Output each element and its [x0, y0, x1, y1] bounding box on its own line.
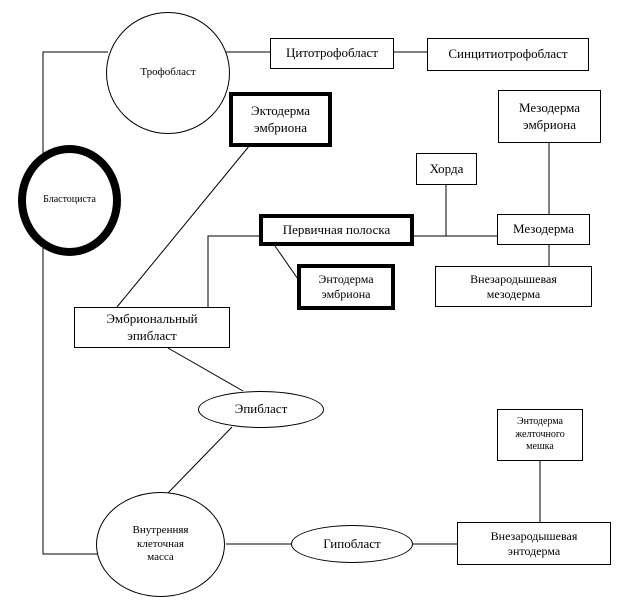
node-yolk-sac-endoderm: Энтодерма желточного мешка — [497, 409, 583, 461]
line-streak-endoderm — [274, 245, 301, 283]
line-epiblast-icm — [166, 426, 233, 495]
node-extraembryonic-endoderm: Внезародышевая энтодерма — [457, 522, 611, 565]
node-ectoderm-embryo: Эктодерма эмбриона — [229, 92, 332, 147]
node-blastocyst: Бластоциста — [18, 145, 121, 256]
line-ectoderm-epiblast — [116, 144, 251, 308]
node-primitive-streak: Первичная полоска — [259, 214, 414, 246]
node-cytotrophoblast: Цитотрофобласт — [270, 38, 394, 69]
node-embryonic-epiblast: Эмбриональный эпибласт — [74, 307, 230, 348]
node-mesoderm: Мезодерма — [497, 214, 590, 245]
node-hypoblast: Гипобласт — [291, 525, 413, 563]
node-syncytiotrophoblast: Синцитиотрофобласт — [427, 38, 589, 71]
node-chorda: Хорда — [416, 153, 477, 185]
line-embryonic-epiblast-epiblast — [167, 347, 244, 392]
node-trophoblast: Трофобласт — [106, 12, 230, 134]
node-mesoderm-embryo: Мезодерма эмбриона — [498, 90, 601, 143]
node-epiblast: Эпибласт — [198, 391, 324, 428]
node-inner-cell-mass: Внутренняя клеточная масса — [96, 492, 225, 597]
line-trophoblast-trunk — [42, 51, 108, 555]
node-extraembryonic-mesoderm: Внезародышевая мезодерма — [435, 266, 592, 307]
node-endoderm-embryo: Энтодерма эмбриона — [297, 264, 395, 310]
line-epiblast-streak — [207, 235, 261, 307]
